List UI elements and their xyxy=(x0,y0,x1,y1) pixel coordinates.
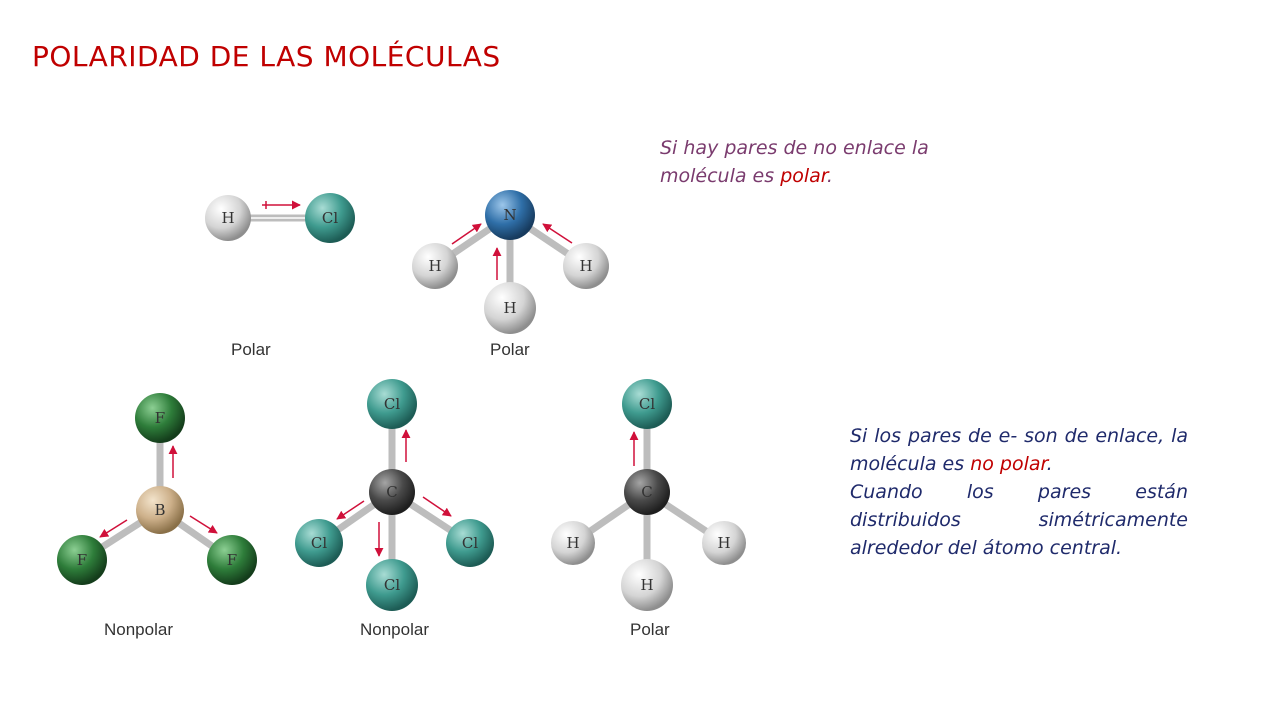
nonpolar-explanation: Si los pares de e- son de enlace, la mol… xyxy=(850,425,1188,559)
nonpolar-highlight: no polar xyxy=(970,453,1047,475)
hydrogen-atom xyxy=(551,521,595,565)
caption-ch3cl: Polar xyxy=(630,620,670,639)
carbon-atom xyxy=(624,469,670,515)
atom-label: Cl xyxy=(322,209,338,227)
boron-atom xyxy=(136,486,184,534)
chlorine-atom xyxy=(366,559,418,611)
chlorine-atom xyxy=(446,519,494,567)
fluorine-atom xyxy=(57,535,107,585)
hydrogen-atom xyxy=(702,521,746,565)
chlorine-atom xyxy=(305,193,355,243)
molecule-nh3: N H H H xyxy=(412,190,609,334)
atom-label: F xyxy=(227,551,237,569)
dipole-arrow xyxy=(542,223,573,244)
chlorine-atom xyxy=(622,379,672,429)
molecule-ccl4: Cl Cl Cl C Cl xyxy=(295,379,494,611)
hydrogen-atom xyxy=(205,195,251,241)
dipole-arrow xyxy=(336,500,365,520)
page-title: POLARIDAD DE LAS MOLÉCULAS xyxy=(32,40,501,73)
atom-label: N xyxy=(503,206,516,224)
atom-label: Cl xyxy=(639,395,655,413)
nitrogen-atom xyxy=(485,190,535,240)
molecule-bf3: F F F B xyxy=(57,393,257,585)
hydrogen-atom xyxy=(484,282,536,334)
atom-label: C xyxy=(386,483,397,501)
fluorine-atom xyxy=(135,393,185,443)
fluorine-atom xyxy=(207,535,257,585)
atom-label: Cl xyxy=(384,576,400,594)
atom-label: B xyxy=(154,501,165,519)
dipole-arrow xyxy=(189,515,218,534)
atom-label: Cl xyxy=(462,534,478,552)
polar-highlight: polar xyxy=(780,165,827,187)
atom-label: Cl xyxy=(311,534,327,552)
dipole-arrow xyxy=(422,496,452,517)
atom-label: F xyxy=(155,409,165,427)
molecule-hcl: H Cl xyxy=(205,193,355,243)
atom-label: H xyxy=(221,209,234,227)
dipole-arrow xyxy=(99,519,128,538)
hydrogen-atom xyxy=(563,243,609,289)
atom-label: H xyxy=(640,576,653,594)
caption-nh3: Polar xyxy=(490,340,530,359)
atom-label: H xyxy=(566,534,579,552)
chlorine-atom xyxy=(367,379,417,429)
atom-label: F xyxy=(77,551,87,569)
atom-label: C xyxy=(641,483,652,501)
hydrogen-atom xyxy=(621,559,673,611)
atom-label: Cl xyxy=(384,395,400,413)
caption-ccl4: Nonpolar xyxy=(360,620,429,639)
carbon-atom xyxy=(369,469,415,515)
atom-label: H xyxy=(579,257,592,275)
dipole-arrow xyxy=(451,223,482,245)
chlorine-atom xyxy=(295,519,343,567)
caption-hcl: Polar xyxy=(231,340,271,359)
atom-label: H xyxy=(503,299,516,317)
atom-label: H xyxy=(428,257,441,275)
atom-label: H xyxy=(717,534,730,552)
symmetry-explanation: Cuando los pares están distribuidos simé… xyxy=(850,481,1188,559)
molecule-ch3cl: Cl H H C H xyxy=(551,379,746,611)
caption-bf3: Nonpolar xyxy=(104,620,173,639)
hydrogen-atom xyxy=(412,243,458,289)
polar-explanation: Si hay pares de no enlace la molécula es… xyxy=(660,137,929,187)
